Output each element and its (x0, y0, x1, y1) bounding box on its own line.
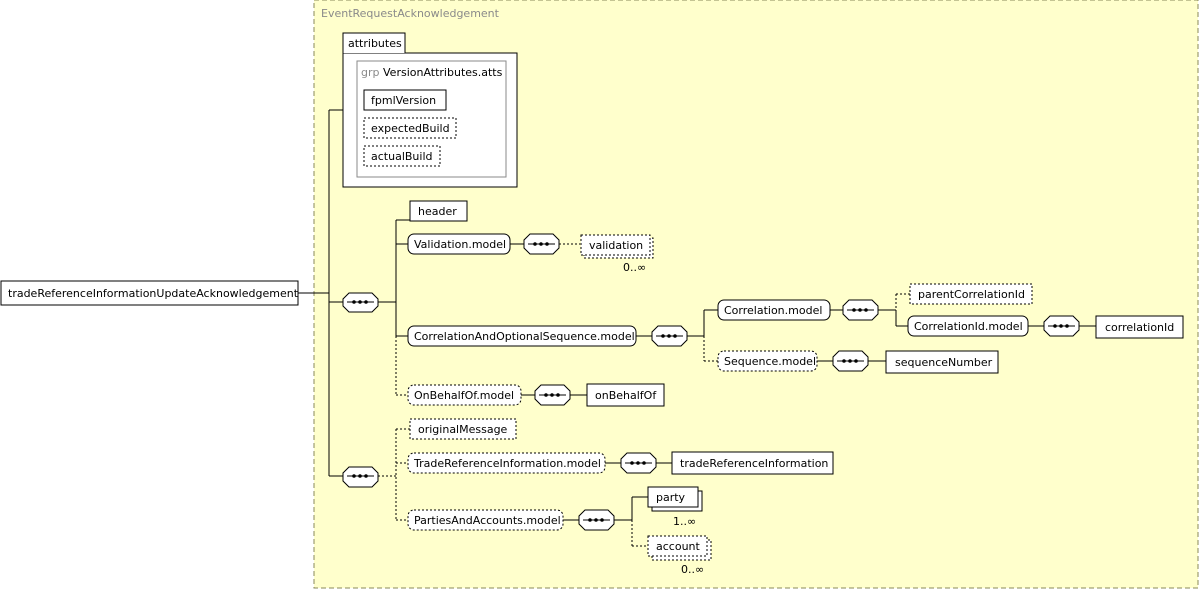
element-original-message-label: originalMessage (418, 423, 508, 436)
element-correlation-id-label: correlationId (1105, 321, 1174, 334)
attributes-tab-label: attributes (348, 37, 402, 50)
group-correlation-id-model-label: CorrelationId.model (914, 320, 1023, 333)
element-trade-reference-information[interactable] (671, 451, 834, 475)
element-header[interactable] (409, 200, 468, 222)
group-on-behalf-of-model-label: OnBehalfOf.model (414, 389, 514, 402)
element-party[interactable] (647, 486, 699, 508)
group-trade-reference-information-model-label: TradeReferenceInformation.model (413, 457, 601, 470)
attribute-expected-build-label: expectedBuild (371, 122, 450, 135)
group-on-behalf-of-model[interactable] (407, 384, 522, 406)
element-header-label: header (418, 205, 457, 218)
attribute-fpml-version[interactable] (363, 89, 447, 111)
element-account[interactable] (647, 535, 708, 557)
container-title: EventRequestAcknowledgement (321, 7, 500, 20)
attribute-expected-build[interactable] (363, 117, 457, 139)
party-cardinality: 1..∞ (673, 515, 696, 528)
element-party-label: party (656, 491, 686, 504)
element-validation-label: validation (589, 239, 643, 252)
element-correlation-id[interactable] (1095, 315, 1184, 339)
element-original-message[interactable] (409, 418, 517, 440)
element-validation[interactable] (580, 234, 651, 256)
attribute-group-name: VersionAttributes.atts (383, 66, 503, 79)
element-on-behalf-of[interactable] (586, 383, 665, 407)
group-sequence-model-label: Sequence.model (724, 355, 816, 368)
element-trade-reference-information-label: tradeReferenceInformation (680, 457, 828, 470)
validation-cardinality: 0..∞ (623, 261, 646, 274)
account-cardinality: 0..∞ (681, 563, 704, 576)
group-validation-model-label: Validation.model (414, 238, 506, 251)
root-element-label: tradeReferenceInformationUpdateAcknowled… (8, 287, 299, 300)
element-account-label: account (656, 540, 701, 553)
element-sequence-number-label: sequenceNumber (895, 356, 993, 369)
group-trade-reference-information-model[interactable] (407, 452, 606, 474)
attribute-group-prefix: grp (361, 66, 380, 79)
group-correlation-optional-sequence-label: CorrelationAndOptionalSequence.model (414, 330, 635, 343)
root-element[interactable] (0, 280, 299, 306)
element-parent-correlation-id-label: parentCorrelationId (918, 288, 1025, 301)
element-parent-correlation-id[interactable] (909, 283, 1033, 305)
attribute-actual-build-label: actualBuild (371, 150, 432, 163)
group-parties-and-accounts-model-label: PartiesAndAccounts.model (414, 514, 561, 527)
group-correlation-model-label: Correlation.model (724, 304, 822, 317)
attribute-actual-build[interactable] (363, 145, 441, 167)
element-on-behalf-of-label: onBehalfOf (595, 389, 657, 402)
attribute-fpml-version-label: fpmlVersion (371, 94, 436, 107)
attributes-tab (342, 32, 406, 53)
element-sequence-number[interactable] (885, 350, 999, 374)
